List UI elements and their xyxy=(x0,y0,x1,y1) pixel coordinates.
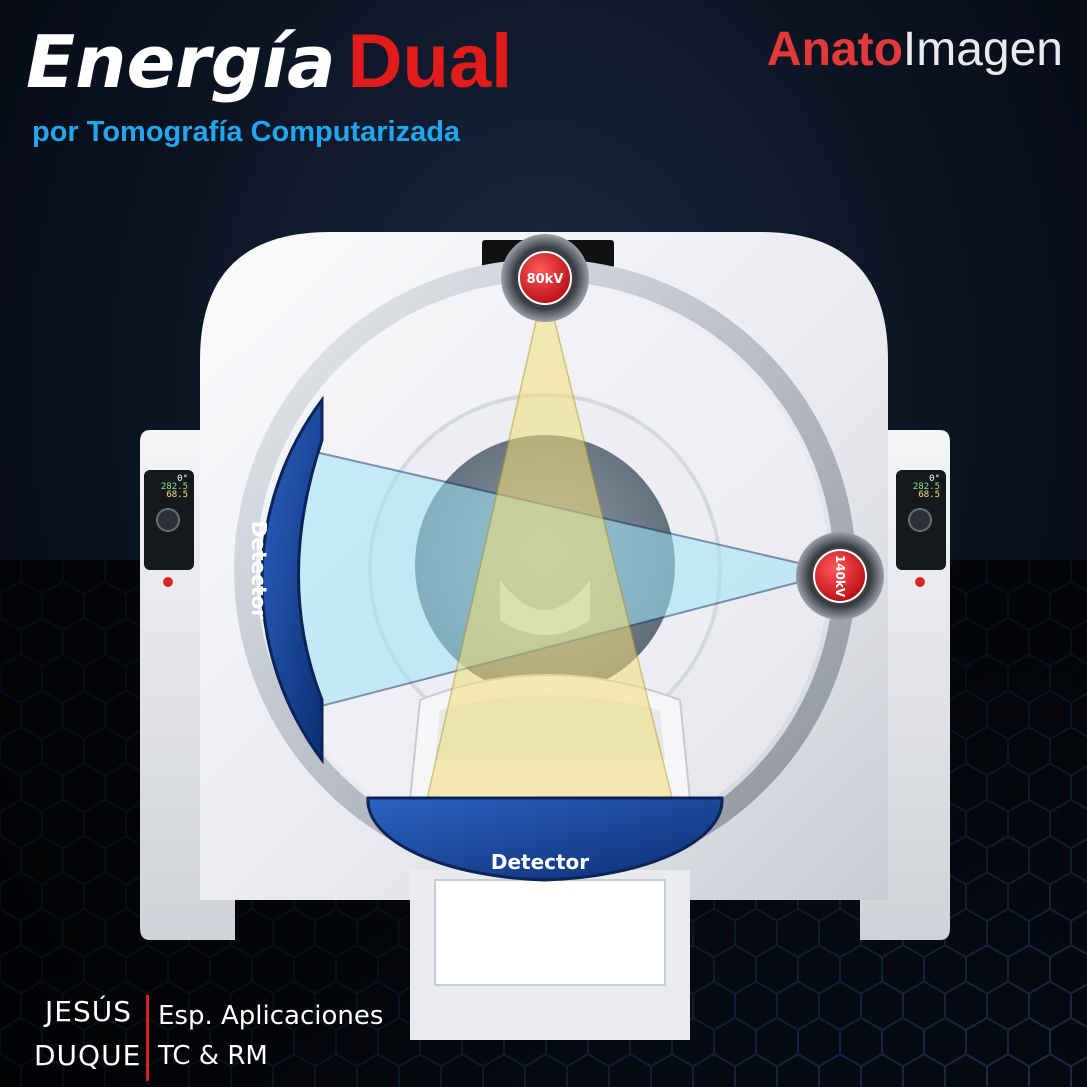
left-emergency-button xyxy=(163,577,173,587)
author-last-name: DUQUE xyxy=(34,1039,142,1072)
detector-bottom-label: Detector xyxy=(491,850,589,874)
author-role-line2: TC & RM xyxy=(158,1041,268,1071)
tube-140kv-label: 140kV xyxy=(833,555,847,598)
svg-text:68.5: 68.5 xyxy=(166,490,188,500)
author-divider xyxy=(146,995,149,1081)
right-control-dial xyxy=(908,508,932,532)
tube-80kv-label: 80kV xyxy=(527,272,564,287)
brand-imagen: Imagen xyxy=(902,23,1063,76)
svg-text:68.5: 68.5 xyxy=(918,490,940,500)
brand-anato: Anato xyxy=(766,23,903,76)
author-role-line1: Esp. Aplicaciones xyxy=(158,1001,384,1031)
left-control-dial xyxy=(156,508,180,532)
right-emergency-button xyxy=(915,577,925,587)
title-energia: Energía xyxy=(26,20,336,104)
xray-tube-80kv: 80kV xyxy=(501,234,589,322)
right-panel-readout: 0° 282.5 68.5 xyxy=(913,474,940,500)
detector-left xyxy=(260,395,324,765)
subtitle: por Tomografía Computarizada xyxy=(32,116,461,148)
left-panel-readout: 0° 282.5 68.5 xyxy=(161,474,188,500)
detector-bottom xyxy=(366,796,724,882)
brand-logo: AnatoImagen xyxy=(767,22,1063,77)
title-dual: Dual xyxy=(347,19,513,104)
svg-text:0°: 0° xyxy=(177,474,188,484)
detector-left-label: Detector xyxy=(247,521,271,619)
xray-tube-140kv: 140kV xyxy=(796,532,884,620)
author-first-name: JESÚS xyxy=(45,995,132,1028)
svg-text:282.5: 282.5 xyxy=(161,482,188,492)
svg-text:282.5: 282.5 xyxy=(913,482,940,492)
svg-text:0°: 0° xyxy=(929,474,940,484)
